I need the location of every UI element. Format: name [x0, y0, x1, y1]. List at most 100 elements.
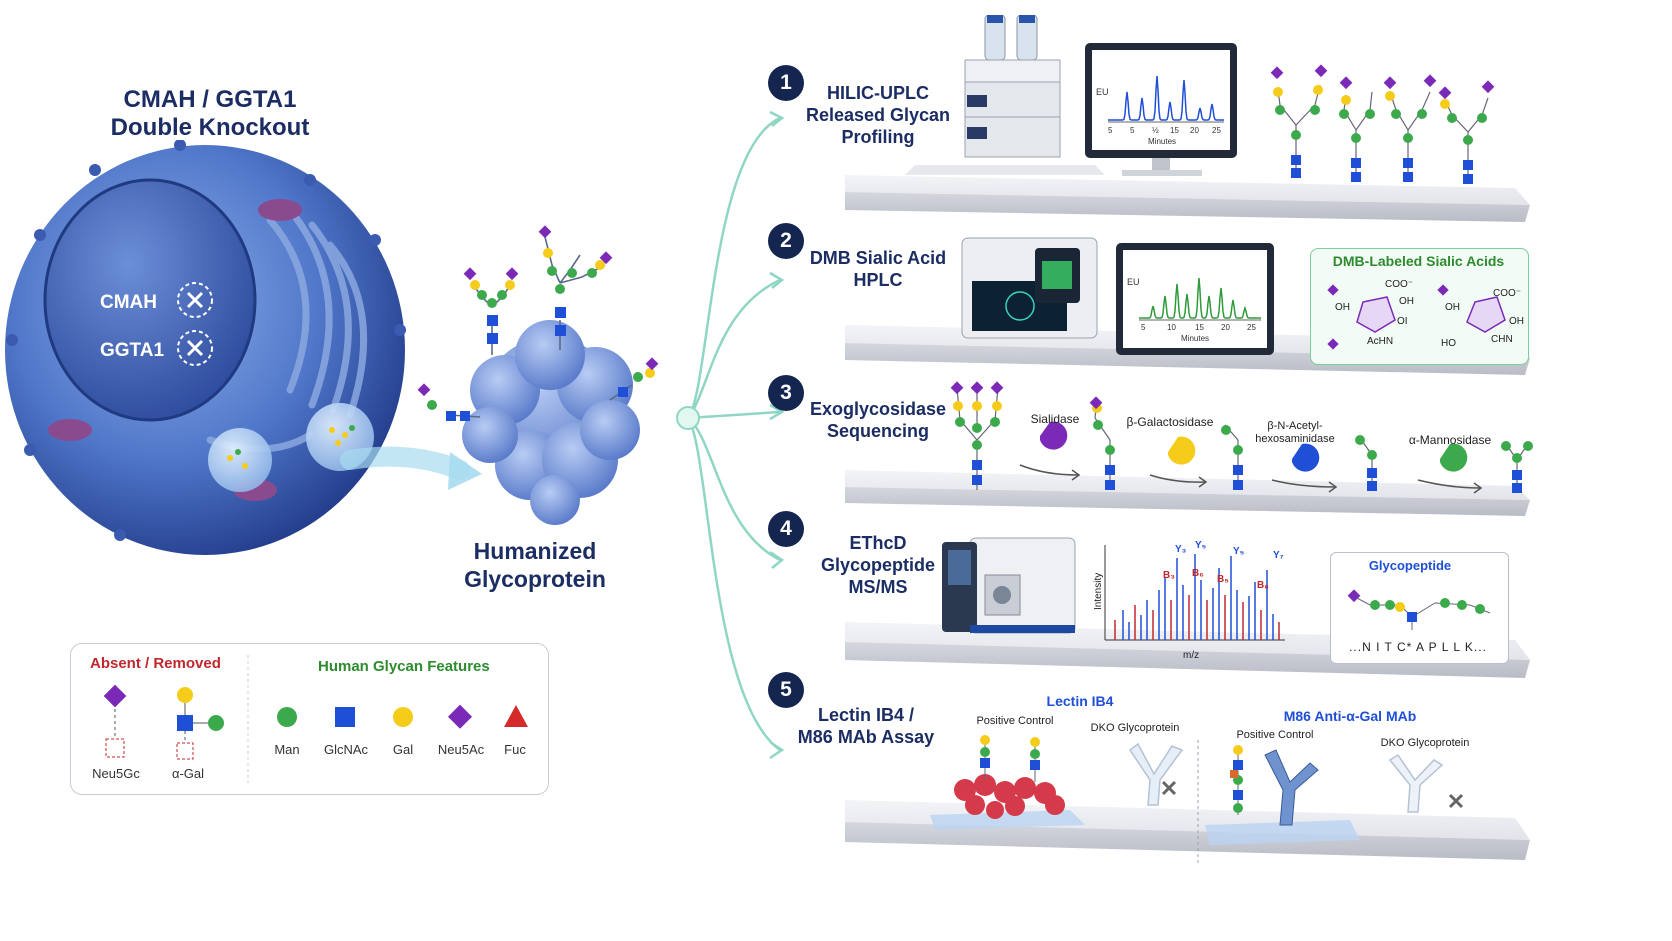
- shelf-3: [845, 470, 1530, 516]
- y-ion-2: Y₅: [1233, 546, 1245, 557]
- step1-label-line2: Released Glycan: [805, 105, 951, 125]
- step1-number: 1: [768, 65, 804, 101]
- step2-label: DMB Sialic Acid HPLC: [790, 247, 966, 291]
- step1-tick-4: 20: [1190, 126, 1199, 135]
- step1-chromatogram: [1108, 75, 1224, 121]
- dmb-right-label-2: OH: [1509, 316, 1524, 327]
- alpha-gal-absent-icon: [177, 715, 193, 731]
- flow-connectors: [676, 110, 785, 760]
- step4-xlabel: m/z: [1183, 650, 1199, 661]
- step2-tick-1: 10: [1167, 323, 1176, 332]
- glycopeptide-title: Glycopeptide: [1368, 558, 1452, 573]
- sialidase-enzyme-icon: [1040, 421, 1068, 450]
- uplc-monitor: EU 5 5 ½ 15 20 25 Minutes: [1085, 43, 1237, 176]
- spectrum-peaks: [1114, 554, 1280, 640]
- legend-absent-title: Absent / Removed: [90, 655, 221, 672]
- y-ion-3: Y₇: [1273, 550, 1284, 561]
- gal-icon: [393, 707, 413, 727]
- mass-spectrometer: [942, 537, 1076, 634]
- mab-dko: DKO Glycoprotein: [1380, 737, 1470, 749]
- step2-tick-4: 25: [1247, 323, 1256, 332]
- legend-gal-label: Gal: [392, 742, 414, 757]
- gene1-knockout-icon: [177, 282, 213, 318]
- mab-positive-control: Positive Control: [1236, 729, 1314, 741]
- dmb-left-label-0: COO⁻: [1385, 279, 1413, 290]
- glycoprotein-label-line1: Humanized: [473, 538, 597, 564]
- mab-dko-no-binding-icon: [1448, 793, 1464, 809]
- step1-tick-1: 5: [1130, 126, 1135, 135]
- neu5gc-absent-icon: [103, 684, 127, 708]
- knockout-cell: CMAH GGTA1: [5, 140, 406, 555]
- shelf-1: [845, 175, 1530, 222]
- step2-label-line2: HPLC: [853, 270, 903, 290]
- step1-tick-3: 15: [1170, 126, 1179, 135]
- glycopeptide-sequence: ...N I T C* A P L L K...: [1349, 640, 1487, 654]
- beta-galactosidase-label: β-Galactosidase: [1126, 415, 1214, 429]
- dmb-left-label-3: OI: [1397, 316, 1408, 327]
- lectin-positive-control: Positive Control: [976, 715, 1054, 727]
- hexosaminidase-label-line2: hexosaminidase: [1255, 433, 1335, 445]
- glycoprotein-label-line2: Glycoprotein: [464, 566, 606, 592]
- step1-ticks: 5 5 ½ 15 20 25: [1108, 126, 1221, 135]
- step4-label-line2: Glycopeptide: [820, 555, 936, 575]
- step5-label-line2: M86 MAb Assay: [797, 727, 935, 747]
- step4-number: 4: [768, 511, 804, 547]
- step2-tick-2: 15: [1195, 323, 1204, 332]
- dmb-right-label-3: HO: [1441, 338, 1456, 349]
- b-ion-1: B₆: [1192, 568, 1204, 579]
- cell-title: CMAH / GGTA1 Double Knockout: [60, 86, 360, 142]
- y-ion-1: Y₅: [1195, 540, 1207, 551]
- gene2-label: GGTA1: [100, 340, 164, 361]
- uplc-instrument: [905, 15, 1105, 175]
- step3-number: 3: [768, 375, 804, 411]
- ms-spectrum: Intensity Y₃ Y₅ Y₅ Y₇ B₃ B₆ B₅ B₈ m/z: [1093, 540, 1285, 661]
- lectin-title: Lectin IB4: [1046, 693, 1114, 709]
- step4-label-line3: MS/MS: [848, 577, 908, 597]
- step4-label-line1: EThcD: [849, 533, 907, 553]
- cell-title-line2: Double Knockout: [110, 114, 310, 141]
- legend-neu5gc-label: Neu5Gc: [92, 766, 140, 781]
- legend-human-title: Human Glycan Features: [318, 658, 490, 675]
- glycoprotein: [417, 225, 659, 525]
- hexosaminidase-enzyme-icon: [1292, 443, 1320, 472]
- step5-number: 5: [768, 672, 804, 708]
- step3-label-line1: Exoglycosidase: [809, 399, 947, 419]
- step2-tick-0: 5: [1141, 323, 1146, 332]
- lectin-dko: DKO Glycoprotein: [1090, 722, 1180, 734]
- y-ion-0: Y₃: [1175, 544, 1187, 555]
- b-ion-0: B₃: [1163, 570, 1175, 581]
- step1-ylabel: EU: [1096, 87, 1109, 97]
- step2-label-line1: DMB Sialic Acid: [809, 248, 947, 268]
- dmb-left-label-2: OH: [1335, 302, 1350, 313]
- gene1-label: CMAH: [100, 292, 157, 313]
- step2-xlabel: Minutes: [1181, 334, 1209, 343]
- glycopeptide-glycan: [1347, 589, 1491, 630]
- step1-label: HILIC-UPLC Released Glycan Profiling: [790, 82, 966, 148]
- step1-label-line1: HILIC-UPLC: [827, 83, 929, 103]
- hexosaminidase-label-line1: β-N-Acetyl-: [1267, 420, 1323, 432]
- glycoprotein-label: Humanized Glycoprotein: [430, 537, 640, 593]
- cell-title-line1: CMAH / GGTA1: [123, 86, 297, 113]
- step2-tick-3: 20: [1221, 323, 1230, 332]
- legend-fuc-label: Fuc: [504, 742, 526, 757]
- dmb-box-title: DMB-Labeled Sialic Acids: [1332, 253, 1505, 269]
- step3-label-line2: Sequencing: [826, 421, 929, 441]
- dmb-structures: COO⁻ OH OH OI AcHN COO⁻ OH OH HO CHN: [1327, 279, 1524, 350]
- glcnac-icon: [335, 707, 355, 727]
- man-icon: [277, 707, 297, 727]
- step2-number: 2: [768, 223, 804, 259]
- dmb-left-label-4: AcHN: [1367, 336, 1393, 347]
- step1-tick-2: ½: [1152, 126, 1159, 135]
- neu5ac-icon: [447, 704, 473, 729]
- sialidase-label: Sialidase: [1030, 412, 1080, 426]
- step1-label-line3: Profiling: [841, 127, 915, 147]
- dmb-right-label-1: OH: [1445, 302, 1460, 313]
- legend-glcnac-label: GlcNAc: [323, 742, 369, 757]
- exoglycosidase-sequence: [950, 381, 1533, 494]
- step1-tick-0: 5: [1108, 126, 1113, 135]
- dmb-right-label-4: CHN: [1491, 334, 1513, 345]
- b-ion-2: B₅: [1217, 574, 1229, 585]
- legend-alpha-gal-label: α-Gal: [171, 766, 205, 781]
- b-ion-3: B₈: [1257, 580, 1269, 591]
- step3-label: Exoglycosidase Sequencing: [790, 398, 966, 442]
